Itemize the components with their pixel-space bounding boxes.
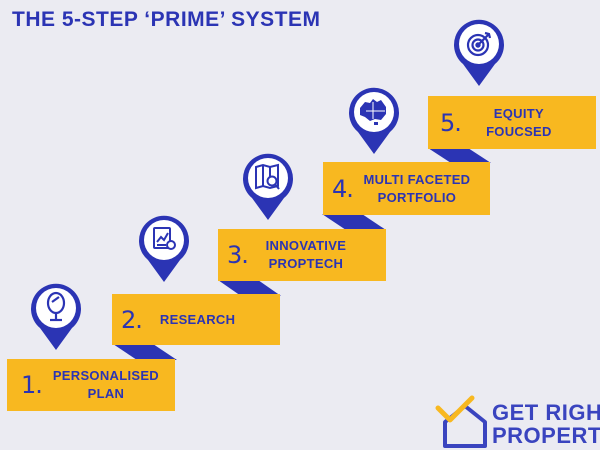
step-number: 5. xyxy=(440,108,462,137)
step-4: 4. MULTI FACETED PORTFOLIO xyxy=(323,162,490,215)
step-bar-5 xyxy=(428,96,596,149)
step-bar-4 xyxy=(323,162,490,215)
step-number: 4. xyxy=(332,174,354,203)
step-label: EQUITY FOUCSED xyxy=(486,105,552,139)
step-label: RESEARCH xyxy=(159,311,236,327)
australia-map-icon xyxy=(360,99,386,125)
pin-1 xyxy=(31,283,81,350)
step-1: 1. PERSONALISED PLAN xyxy=(7,359,175,411)
step-5: 5. EQUITY FOUCSED xyxy=(428,96,596,149)
target-icon xyxy=(466,31,492,57)
step-3: 3. INNOVATIVE PROPTECH xyxy=(218,229,386,281)
mirror-icon xyxy=(46,291,66,322)
connector-3-4 xyxy=(322,214,386,230)
step-bar-2 xyxy=(112,294,280,345)
map-search-icon xyxy=(255,163,280,190)
step-bar-1 xyxy=(7,359,175,411)
connector-4-5 xyxy=(428,148,491,163)
step-label: PERSONALISED PLAN xyxy=(52,368,159,401)
connector-2-3 xyxy=(218,280,281,296)
step-bar-3 xyxy=(218,229,386,281)
logo-line-2: PROPERTY xyxy=(492,423,600,448)
house-check-icon xyxy=(435,395,487,448)
connector-1-2 xyxy=(113,344,177,360)
pin-3 xyxy=(243,153,293,220)
page-title: THE 5-STEP ‘PRIME’ SYSTEM xyxy=(12,8,321,31)
step-number: 1. xyxy=(21,371,43,399)
step-label: INNOVATIVE PROPTECH xyxy=(265,238,347,271)
pin-5 xyxy=(454,19,504,86)
step-2: 2. RESEARCH xyxy=(112,294,280,345)
logo-line-1: GET RIGHT xyxy=(492,400,600,425)
logo xyxy=(435,395,487,448)
step-number: 3. xyxy=(227,241,249,269)
report-icon xyxy=(153,227,176,250)
pin-4 xyxy=(349,87,399,154)
pin-2 xyxy=(139,215,189,282)
step-label: MULTI FACETED PORTFOLIO xyxy=(363,171,471,205)
step-number: 2. xyxy=(121,305,143,334)
